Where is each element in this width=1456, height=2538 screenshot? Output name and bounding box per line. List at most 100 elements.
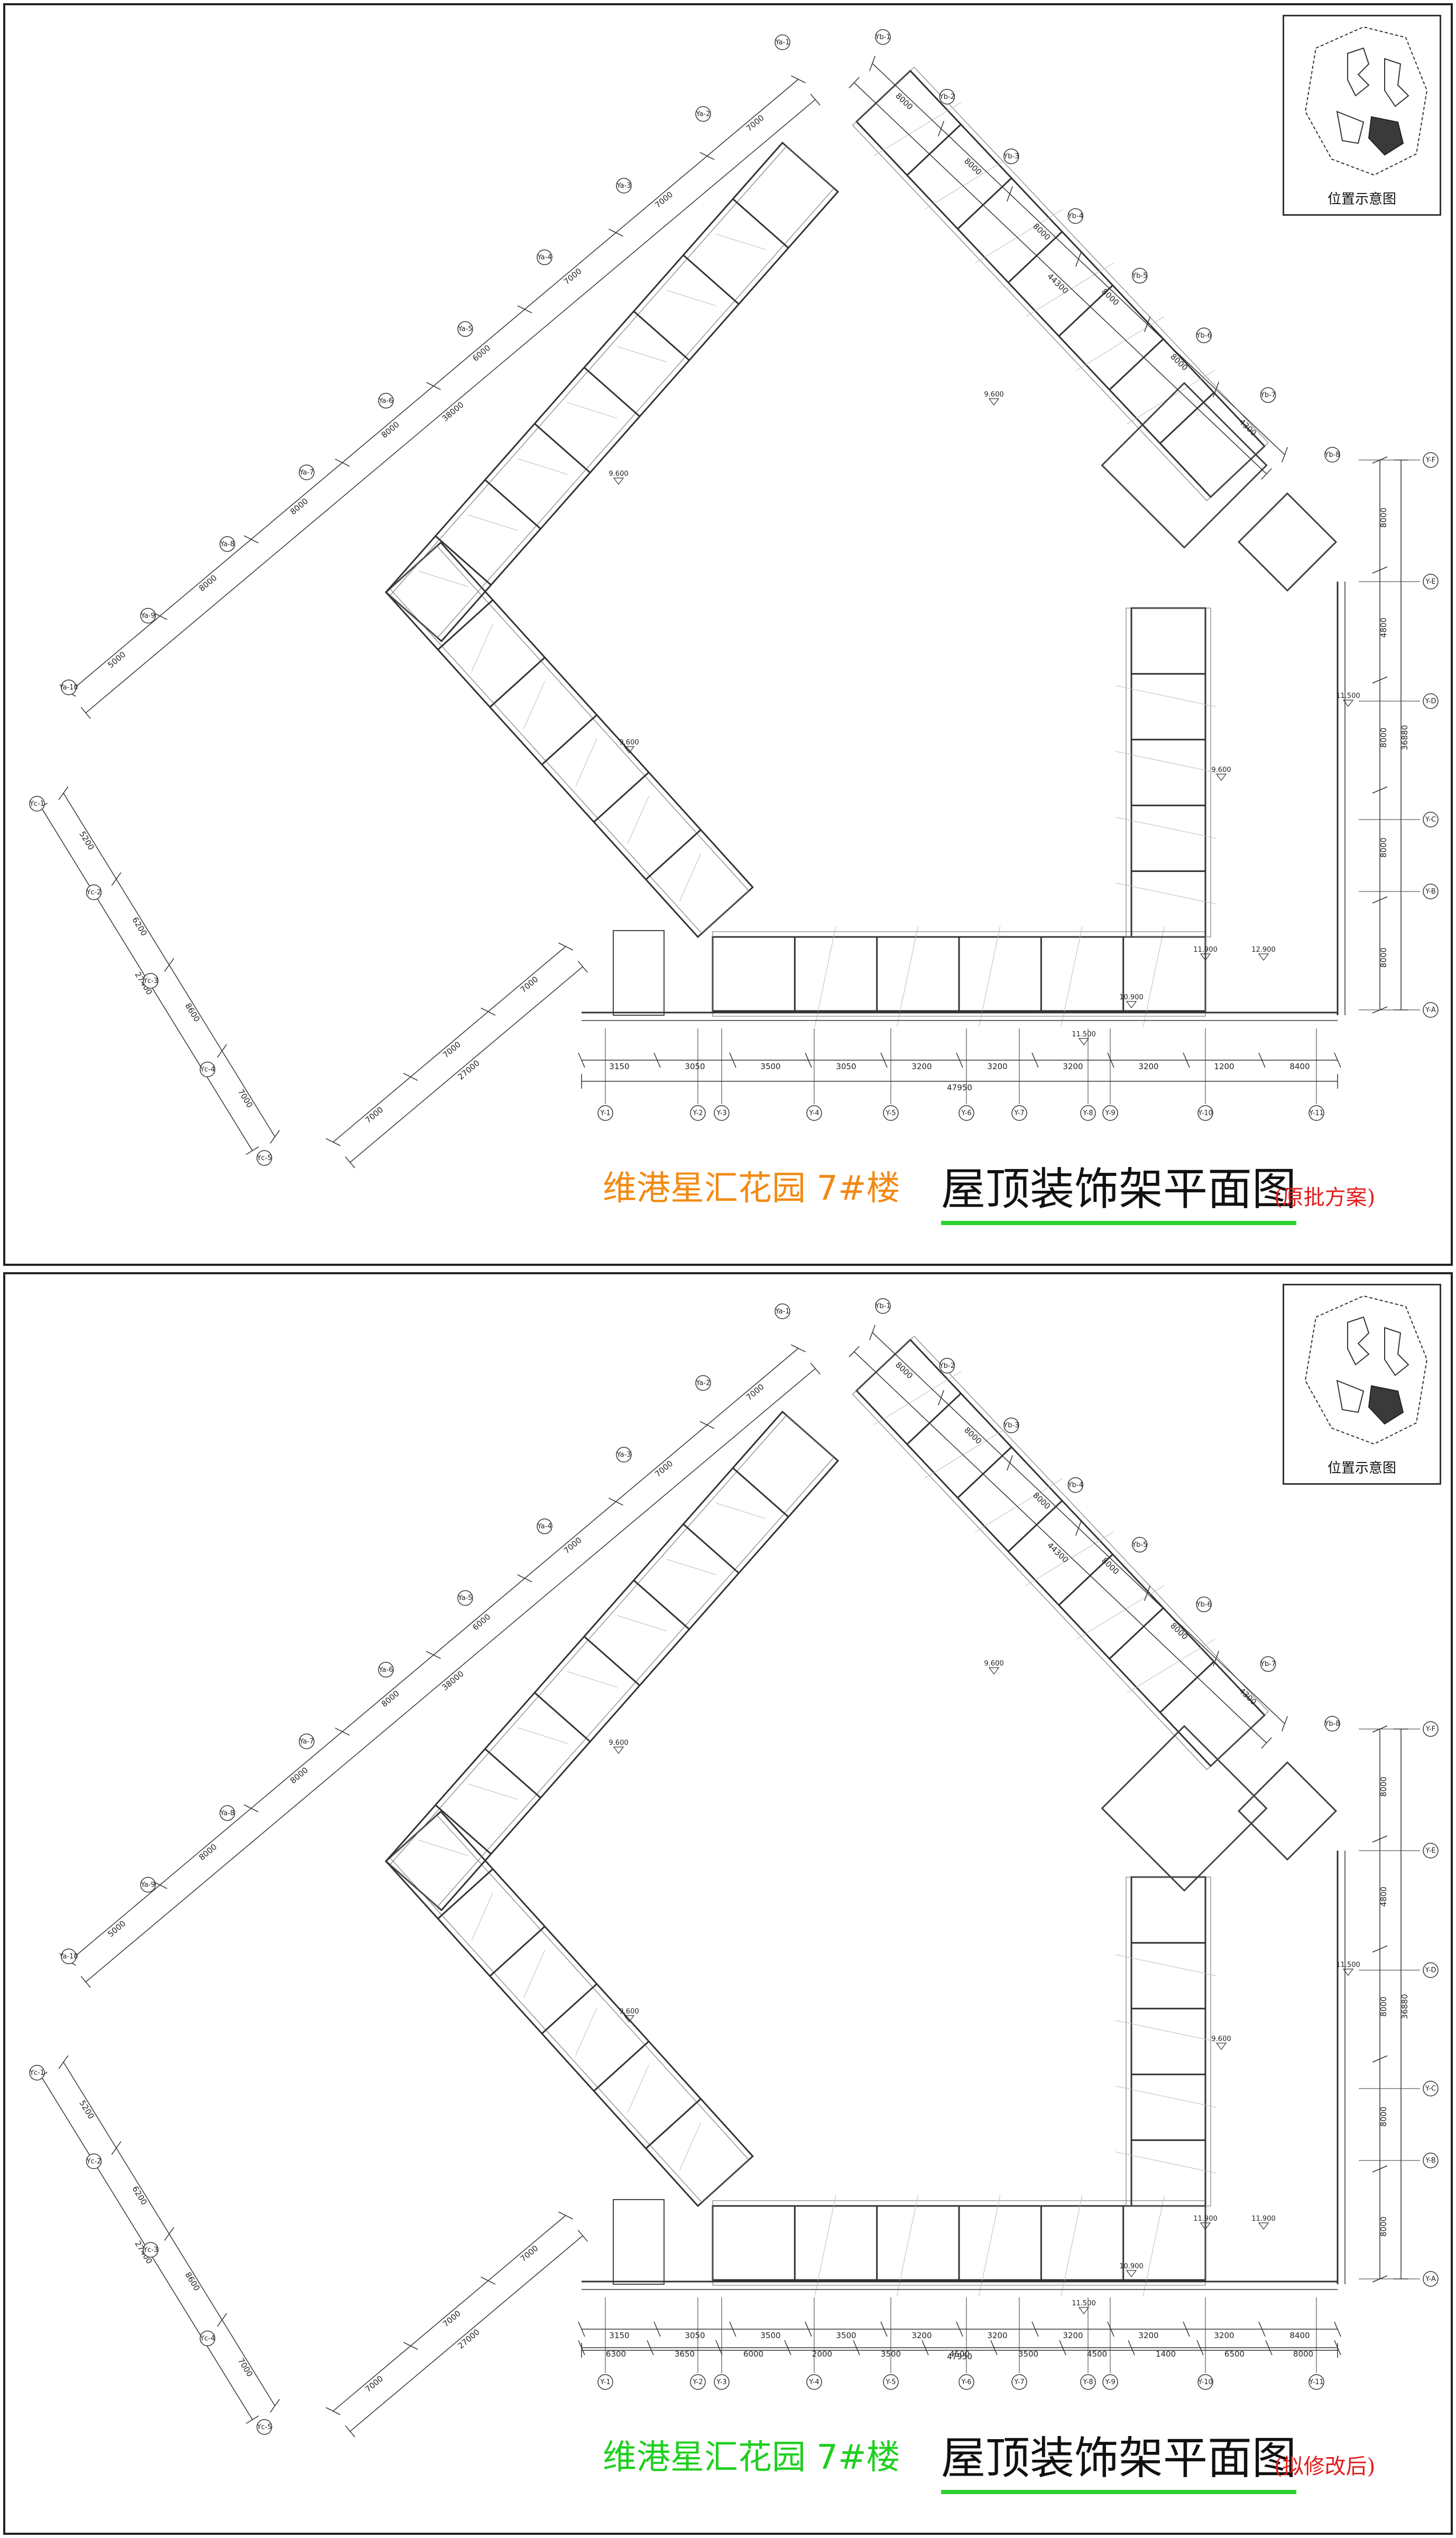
- axis-bubble: [959, 1105, 974, 1121]
- dimension-line: [854, 82, 1267, 474]
- dimension-text: 3650: [675, 2349, 695, 2359]
- dimension-line: [349, 2235, 583, 2432]
- keymap-caption: 位置示意图: [1327, 1460, 1396, 1476]
- axis-bubble: [29, 2065, 45, 2081]
- stair-core-box: [1101, 1725, 1268, 1892]
- dimension-text: 8000: [1293, 2349, 1313, 2359]
- dimension-tick: [164, 2227, 174, 2241]
- level-text: 9.600: [1211, 766, 1231, 774]
- dimension-text: 8000: [1031, 1491, 1052, 1511]
- axis-bubble: [875, 1298, 891, 1314]
- frame-rib: [593, 2040, 650, 2092]
- slope-hatch: [1026, 1531, 1114, 1586]
- dimension-line: [349, 966, 583, 1163]
- level-text: 9.600: [1211, 2035, 1231, 2043]
- axis-label: Ya-1: [775, 39, 789, 47]
- frame-rib: [1058, 284, 1113, 337]
- frame-rib: [645, 829, 702, 880]
- axis-label: Y-1: [600, 2378, 610, 2386]
- dimension-tick: [270, 2399, 280, 2413]
- axis-bubble: [1423, 574, 1439, 590]
- axis-bubble: [29, 796, 45, 812]
- axis-bubble: [378, 1662, 394, 1678]
- axis-bubble: [1067, 1477, 1084, 1493]
- dimension-tick: [1213, 382, 1219, 398]
- roof-frame-inner: [389, 145, 835, 638]
- dimension-tick: [921, 2340, 929, 2356]
- dimension-tick: [1372, 2165, 1388, 2173]
- axis-label: Y-10: [1197, 2378, 1213, 2386]
- dimension-tick: [1075, 1520, 1082, 1536]
- axis-label: Yb-4: [1067, 213, 1083, 220]
- frame-rib: [1008, 1500, 1063, 1552]
- slope-hatch: [814, 926, 836, 1027]
- axis-label: Y-D: [1424, 1966, 1436, 1974]
- axis-bubble: [1196, 1596, 1212, 1613]
- level-text: 9.600: [984, 391, 1003, 399]
- slope-hatch: [616, 346, 667, 363]
- dimension-tick: [1261, 1737, 1272, 1749]
- dimension-tick: [729, 1052, 736, 1068]
- level-marker: [623, 2015, 635, 2022]
- dimension-tick: [849, 77, 860, 88]
- site-keymap-drawing: [1304, 1295, 1428, 1445]
- dimension-tick: [1107, 2321, 1114, 2337]
- level-marker: [1215, 2043, 1227, 2050]
- dimension-text: 8400: [1289, 1062, 1310, 1071]
- axis-bubble: [806, 1105, 822, 1121]
- slope-hatch: [523, 681, 546, 729]
- stair-core-box: [1101, 382, 1268, 549]
- dimension-tick: [481, 2276, 496, 2285]
- dimension-text: 3200: [987, 1062, 1007, 1071]
- axis-label: Ya-1: [775, 1308, 789, 1316]
- axis-bubble: [1080, 1105, 1096, 1121]
- dimension-line: [333, 946, 566, 1143]
- frame-rib: [489, 1926, 546, 1977]
- building-outline: [1384, 58, 1409, 107]
- slope-hatch: [627, 2065, 649, 2113]
- frame-rib: [1008, 231, 1063, 283]
- axis-label: Y-A: [1425, 1006, 1436, 1014]
- frame-rib: [484, 1748, 541, 1799]
- frame-rib: [957, 177, 1012, 229]
- axis-bubble: [883, 1105, 899, 1121]
- dimension-tick: [577, 961, 588, 973]
- dimension-text: 3200: [911, 2331, 932, 2340]
- axis-bubble: [775, 34, 790, 50]
- axis-label: Yc-3: [143, 2246, 158, 2254]
- axis-bubble: [1080, 2374, 1096, 2390]
- dimension-text: 3200: [1063, 1062, 1083, 1071]
- slope-hatch: [627, 796, 649, 844]
- axis-bubble: [1260, 387, 1276, 403]
- axis-label: Ya-3: [616, 1451, 631, 1459]
- dimension-tick: [956, 1052, 963, 1068]
- axis-label: Y-B: [1425, 2157, 1436, 2165]
- dimension-tick: [403, 2342, 418, 2350]
- axis-bubble: [299, 1733, 315, 1750]
- dimension-tick: [653, 1052, 661, 1068]
- dimension-tick: [335, 1727, 350, 1736]
- dimension-tick: [784, 2340, 791, 2356]
- axis-label: Y-8: [1082, 1109, 1093, 1117]
- dimension-tick: [1282, 1716, 1288, 1732]
- axis-bubble: [256, 1150, 272, 1166]
- frame-rib: [1109, 1607, 1164, 1660]
- level-marker: [1258, 953, 1269, 961]
- axis-bubble: [256, 2419, 272, 2435]
- slope-hatch: [814, 2195, 836, 2296]
- level-text: 9.600: [619, 739, 639, 747]
- dimension-tick: [1265, 2340, 1273, 2356]
- dimension-text: 2000: [812, 2349, 832, 2359]
- dimension-tick: [1007, 1455, 1013, 1471]
- slope-hatch: [924, 155, 1012, 210]
- axis-bubble: [1197, 2374, 1213, 2390]
- dimension-tick: [1144, 1585, 1150, 1601]
- dimension-tick: [345, 1156, 355, 1169]
- dimension-tick: [938, 121, 944, 136]
- dimension-tick: [1183, 1052, 1190, 1068]
- level-text: 11.500: [1072, 1031, 1096, 1038]
- axis-label: Y-D: [1424, 697, 1436, 705]
- axis-bubble: [1423, 2081, 1439, 2096]
